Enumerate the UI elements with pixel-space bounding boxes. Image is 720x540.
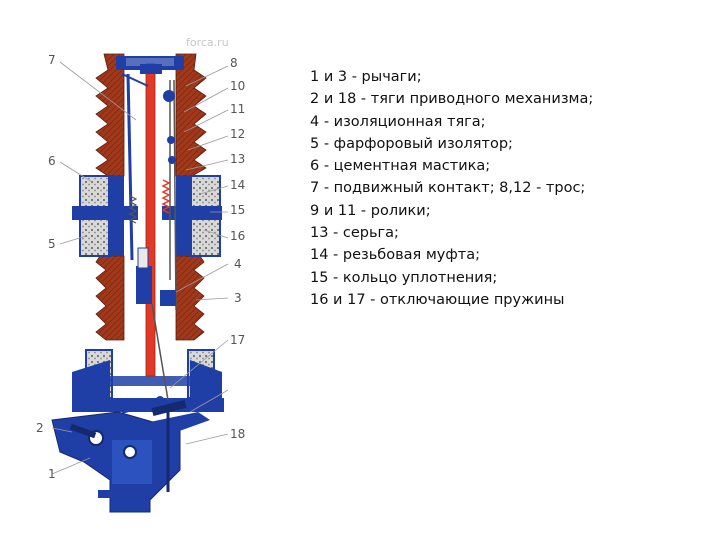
legend-item: 13 - серьга; bbox=[310, 225, 399, 242]
legend-item: 9 и 11 - ролики; bbox=[310, 202, 431, 219]
callout-14: 14 bbox=[230, 178, 245, 192]
disconnector-cutaway-diagram: forca.ru bbox=[36, 36, 245, 513]
callout-7: 7 bbox=[48, 53, 56, 67]
callout-numbers: 7 8 10 11 6 12 13 14 5 15 16 4 3 17 2 18… bbox=[36, 53, 245, 481]
callout-1: 1 bbox=[48, 467, 56, 481]
callout-6: 6 bbox=[48, 154, 56, 168]
legend-item: 15 - кольцо уплотнения; bbox=[310, 269, 498, 286]
callout-8: 8 bbox=[230, 56, 238, 70]
callout-10: 10 bbox=[230, 79, 245, 93]
callout-11: 11 bbox=[230, 102, 245, 116]
legend-item: 16 и 17 - отключающие пружины bbox=[310, 291, 565, 308]
legend-item: 6 - цементная мастика; bbox=[310, 158, 491, 175]
parts-legend: 1 и 3 - рычаги; 2 и 18 - тяги приводного… bbox=[310, 66, 593, 311]
legend-item: 4 - изоляционная тяга; bbox=[310, 113, 486, 130]
legend-item: 2 и 18 - тяги приводного механизма; bbox=[310, 91, 594, 108]
legend-item: 14 - резьбовая муфта; bbox=[310, 247, 480, 264]
callout-5: 5 bbox=[48, 237, 56, 251]
callout-2: 2 bbox=[36, 421, 44, 435]
callout-15: 15 bbox=[230, 203, 245, 217]
legend-item: 7 - подвижный контакт; 8,12 - трос; bbox=[310, 180, 586, 197]
legend-item: 5 - фарфоровый изолятор; bbox=[310, 135, 513, 152]
callout-4: 4 bbox=[234, 257, 242, 271]
callout-17: 17 bbox=[230, 333, 245, 347]
legend-item: 1 и 3 - рычаги; bbox=[310, 69, 422, 85]
flange-joint bbox=[72, 175, 222, 257]
inner-mechanism bbox=[121, 63, 177, 414]
drive-mechanism-housing bbox=[51, 400, 210, 513]
callout-12: 12 bbox=[230, 127, 245, 141]
watermark-text: forca.ru bbox=[186, 36, 229, 49]
middle-porcelain-insulator bbox=[95, 255, 205, 341]
callout-3: 3 bbox=[234, 291, 242, 305]
upper-porcelain-insulator bbox=[95, 53, 207, 177]
callout-16: 16 bbox=[230, 229, 245, 243]
callout-18: 18 bbox=[230, 427, 245, 441]
callout-13: 13 bbox=[230, 152, 245, 166]
callout-leaders bbox=[51, 61, 229, 475]
